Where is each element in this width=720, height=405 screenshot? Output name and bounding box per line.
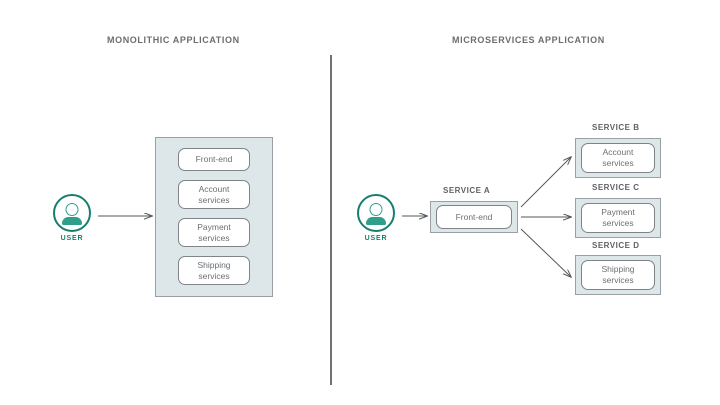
monolith-box-shipping-services-line2: services (198, 270, 230, 281)
user-label: USER (364, 235, 388, 242)
service-c-box-payment-services: Payment services (581, 203, 655, 233)
monolith-box-shipping-services: Shipping services (178, 256, 250, 285)
service-a-box-line1: Front-end (455, 211, 493, 222)
service-a-box-front-end: Front-end (436, 205, 512, 229)
monolithic-section-title: MONOLITHIC APPLICATION (107, 35, 240, 45)
service-a-caption: SERVICE A (443, 186, 491, 195)
service-b-box-line2: services (602, 158, 634, 168)
user-head-shape (369, 203, 383, 216)
service-c-box-line2: services (602, 218, 634, 228)
monolith-box-account-services-line2: services (198, 194, 230, 205)
user-actor-microservices: USER (348, 194, 404, 242)
section-divider (330, 55, 332, 385)
monolith-box-shipping-services-line1: Shipping (197, 259, 231, 270)
monolith-box-payment-services-line1: Payment (197, 221, 231, 232)
service-b-box-line1: Account (602, 147, 634, 157)
user-body-shape (366, 217, 386, 225)
user-icon (53, 194, 91, 232)
user-body-shape (62, 217, 82, 225)
service-c-caption: SERVICE C (592, 183, 640, 192)
user-label: USER (60, 235, 84, 242)
user-actor-monolithic: USER (44, 194, 100, 242)
service-d-caption: SERVICE D (592, 241, 640, 250)
user-icon (357, 194, 395, 232)
service-b-caption: SERVICE B (592, 123, 640, 132)
monolith-box-front-end: Front-end (178, 148, 250, 171)
service-d-box-shipping-services: Shipping services (581, 260, 655, 290)
monolith-box-account-services: Account services (178, 180, 250, 209)
service-b-box-account-services: Account services (581, 143, 655, 173)
monolith-box-account-services-line1: Account (198, 183, 230, 194)
service-d-box-line2: services (602, 275, 634, 285)
service-d-box-line1: Shipping (601, 264, 635, 274)
monolith-box-front-end-line1: Front-end (195, 154, 233, 164)
user-head-shape (65, 203, 79, 216)
service-c-box-line1: Payment (601, 207, 635, 217)
monolith-box-payment-services-line2: services (198, 232, 230, 243)
microservices-section-title: MICROSERVICES APPLICATION (452, 35, 605, 45)
monolith-box-payment-services: Payment services (178, 218, 250, 247)
